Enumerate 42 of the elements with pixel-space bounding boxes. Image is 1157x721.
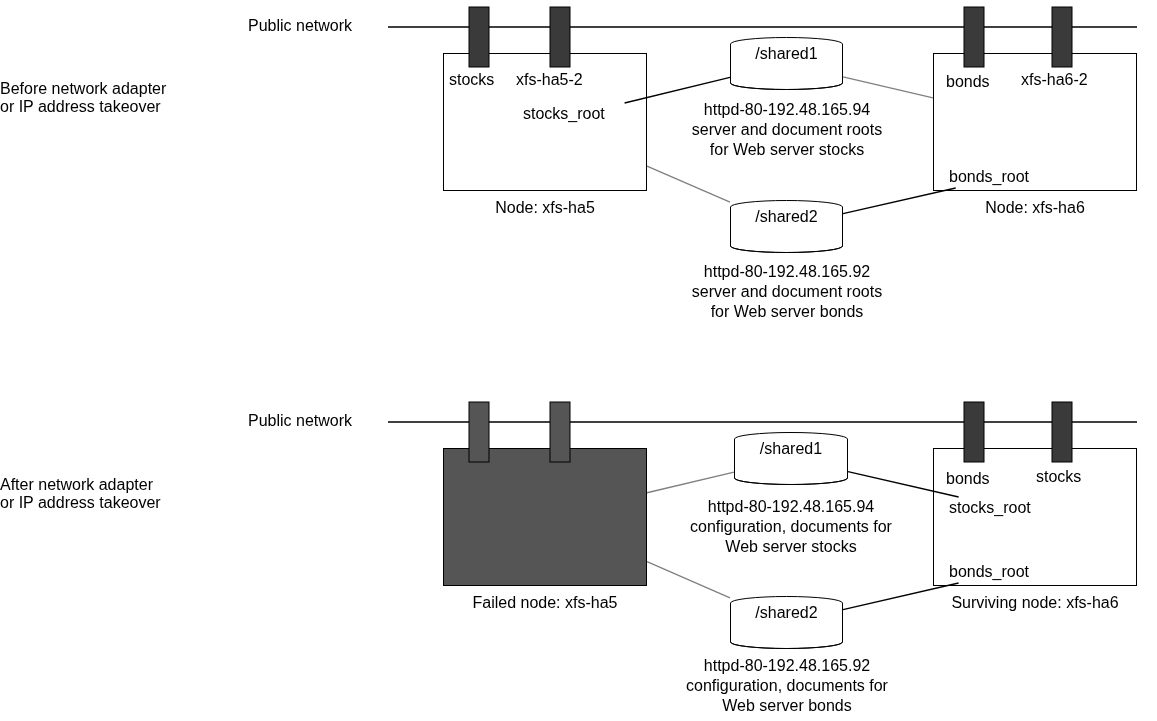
volume-label: /shared1 [758,439,824,459]
volume-label: /shared2 [754,603,819,623]
node-caption: Surviving node: xfs-ha6 [950,593,1120,613]
node-caption: httpd-80-192.48.165.92 server and document roots for Web server bonds [690,262,884,322]
node-caption: httpd-80-192.48.165.92 configuration, documents for Web server bonds [685,656,889,716]
connector-line [842,187,957,215]
adapter-label: bonds [946,72,990,92]
connector-line [623,76,731,104]
panel-label: Before network adapter or IP address takeover [0,80,168,116]
node-caption: Node: xfs-ha6 [984,198,1086,218]
cylinder [730,596,843,649]
network-label: Public network [248,17,354,35]
node-caption: Failed node: xfs-ha5 [471,593,619,613]
node-box [933,448,1137,586]
adapter-label: bonds [946,469,990,489]
filesystem-label: stocks_root [523,103,605,125]
volume-label: /shared1 [754,44,819,64]
node-caption: Node: xfs-ha5 [494,198,596,218]
connector-line [646,165,731,203]
cylinder [734,432,848,485]
node-caption: httpd-80-192.48.165.94 configuration, documents for Web server stocks [689,497,893,557]
filesystem-label: bonds_root [949,166,1030,188]
connector-line [847,470,960,498]
adapter-label: stocks [1036,467,1082,487]
cylinder [730,37,843,90]
filesystem-label: stocks_root [949,497,1031,519]
node-caption: httpd-80-192.48.165.94 server and document roots for Web server stocks [690,100,884,160]
node-box [443,53,647,191]
filesystem-label: bonds_root [949,561,1030,583]
connector-line [646,471,735,494]
node-box [933,53,1137,191]
panel-label: After network adapter or IP address takeover [0,476,162,512]
connector-line [646,560,731,599]
network-label: Public network [248,412,354,430]
cylinder [730,200,843,253]
failed-node-box [443,448,647,586]
adapter-label: stocks [449,70,495,90]
volume-label: /shared2 [754,207,819,227]
connector-line [842,582,960,611]
adapter-label: xfs-ha5-2 [516,70,583,90]
connector-line [842,76,934,99]
adapter-label: xfs-ha6-2 [1021,70,1088,90]
